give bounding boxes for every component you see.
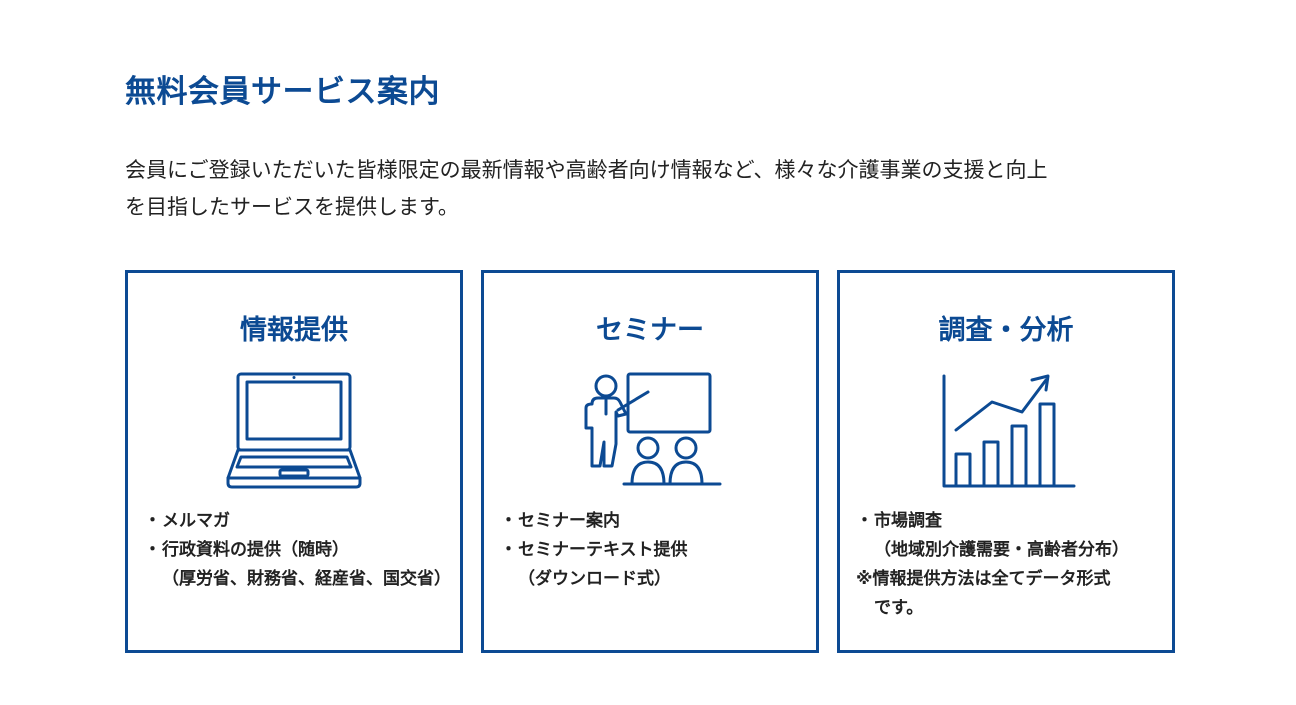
intro-line-2: を目指したサービスを提供します。 — [125, 195, 459, 219]
card-information: 情報提供 ・メルマガ ・行政資料の提供（随時）（厚労省、財務省、経産省、国交省） — [125, 270, 463, 653]
note-item: ※情報提供方法は全てデータ形式です。 — [856, 569, 1111, 618]
card-list: ・市場調査（地域別介護需要・高齢者分布） ※情報提供方法は全てデータ形式です。 — [856, 507, 1156, 623]
intro-text: 会員にご登録いただいた皆様限定の最新情報や高齢者向け情報など、様々な介護事業の支… — [125, 152, 1185, 226]
list-item: ・セミナー案内 — [500, 511, 620, 531]
list-item: ・行政資料の提供（随時）（厚労省、財務省、経産省、国交省） — [144, 540, 451, 589]
card-research: 調査・分析 ・市場調査（地域別介護需要・高齢者分布） ※情報提供方法は全てデータ… — [837, 270, 1175, 653]
growth-chart-icon — [942, 374, 1076, 488]
card-title: 調査・分析 — [938, 315, 1074, 346]
card-list: ・セミナー案内 ・セミナーテキスト提供（ダウンロード式） — [500, 507, 800, 594]
card-seminar: セミナー ・セミナー案内 ・セミナーテキスト提供（ダウンロード式） — [481, 270, 819, 653]
list-item: ・市場調査（地域別介護需要・高齢者分布） — [856, 511, 1129, 560]
card-title: 情報提供 — [240, 315, 348, 346]
laptop-icon — [226, 372, 362, 489]
intro-line-1: 会員にご登録いただいた皆様限定の最新情報や高齢者向け情報など、様々な介護事業の支… — [125, 158, 1048, 182]
seminar-presenter-icon — [584, 372, 722, 486]
card-list: ・メルマガ ・行政資料の提供（随時）（厚労省、財務省、経産省、国交省） — [144, 507, 451, 594]
page-title: 無料会員サービス案内 — [125, 74, 440, 110]
list-item: ・メルマガ — [144, 511, 230, 531]
card-title: セミナー — [596, 315, 704, 346]
service-cards: 情報提供 ・メルマガ ・行政資料の提供（随時）（厚労省、財務省、経産省、国交省）… — [125, 270, 1175, 653]
list-item: ・セミナーテキスト提供（ダウンロード式） — [500, 540, 688, 589]
